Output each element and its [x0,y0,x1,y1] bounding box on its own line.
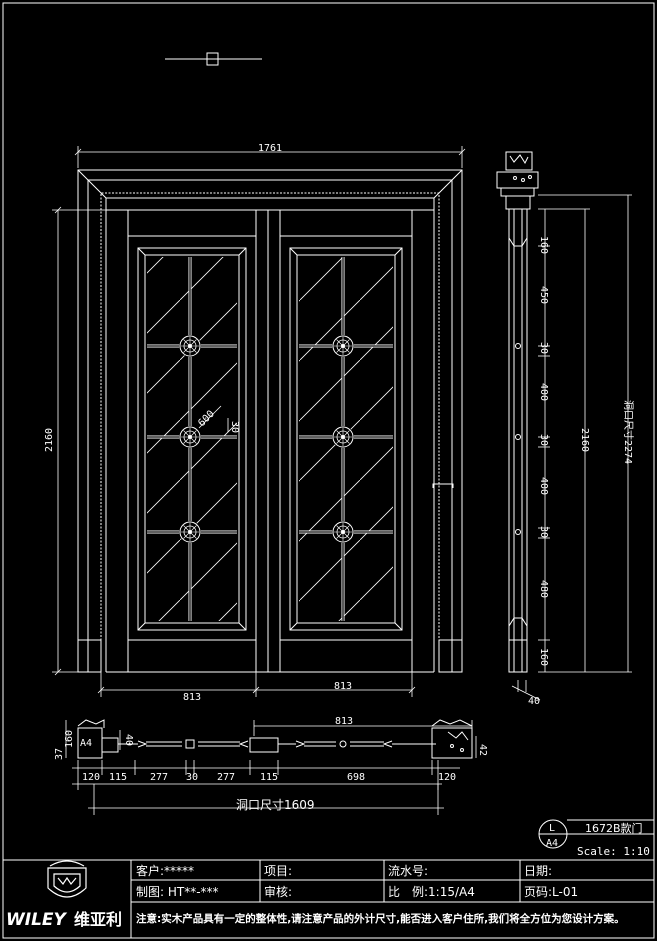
right-leaf-width-label: 813 [334,681,352,692]
plan-seg-5: 277 [217,772,235,783]
plan-post-label: 40 [123,734,134,746]
side-seg-3: 30 [538,342,549,354]
opening-width-label: 洞口尺寸1609 [236,798,315,812]
front-dimensions [52,146,466,697]
plan-seg-7: 698 [347,772,365,783]
plan-left-a4: A4 [80,738,92,749]
opening-height-label: 洞口尺寸2274 [622,400,635,464]
client-field: 客户:***** [136,863,194,878]
sheet-id-block [538,819,654,849]
review-field: 审核: [264,884,292,899]
side-seg-9: 160 [538,648,549,666]
plan-seg-6: 115 [260,772,278,783]
date-field: 日期: [524,864,552,878]
glass-bar-small-label: 30 [229,421,240,433]
flow-number-field: 流水号: [388,864,428,878]
plan-dimensions [65,720,477,815]
overall-width-label: 1761 [258,143,282,154]
plan-left-37: 37 [54,748,65,760]
plan-section [77,719,473,759]
project-field: 项目: [264,864,292,878]
plan-left-160: 160 [64,730,75,748]
brand-name: WILEY [6,910,68,930]
side-seg-2: 450 [538,286,549,304]
title-block [3,859,654,938]
sheet-id-top: L [549,823,555,834]
section-symbol [165,52,262,66]
drafter-field: 制图: HT**-*** [136,885,219,899]
ratio-field: 比 例:1:15/A4 [388,885,475,899]
handle-marks [432,483,454,488]
plan-seg-4: 30 [186,772,198,783]
side-seg-8: 480 [538,580,549,598]
plan-seg-2: 115 [109,772,127,783]
brand-name-cn: 维亚利 [74,910,122,929]
side-section [496,151,632,701]
page-field: 页码:L-01 [524,885,578,899]
brand-logo-icon [47,860,87,898]
plan-seg-3: 277 [150,772,168,783]
side-seg-5: 30 [538,434,549,446]
plan-right-label: 42 [477,744,488,756]
side-thickness-label: 40 [528,696,540,707]
plan-seg-8: 120 [438,772,456,783]
plan-seg-1: 120 [82,772,100,783]
left-leaf-width-label: 813 [183,692,201,703]
door-height-label: 2160 [44,428,55,452]
sheet-id-bottom: A4 [546,838,558,849]
notice-text: 注意:实木产品具有一定的整体性,请注意产品的外计尺寸,能否进入客户住所,我们将全… [136,912,625,925]
rosette-ornaments [179,335,354,543]
side-seg-7: 30 [538,526,549,538]
side-seg-6: 400 [538,477,549,495]
side-seg-4: 400 [538,383,549,401]
side-seg-1: 160 [538,236,549,254]
plan-leaf-label: 813 [335,716,353,727]
front-elevation [77,169,463,673]
side-height-label: 2160 [579,428,590,452]
model-name: 1672B款门 [585,821,643,835]
scale-label: Scale: 1:10 [577,845,650,858]
